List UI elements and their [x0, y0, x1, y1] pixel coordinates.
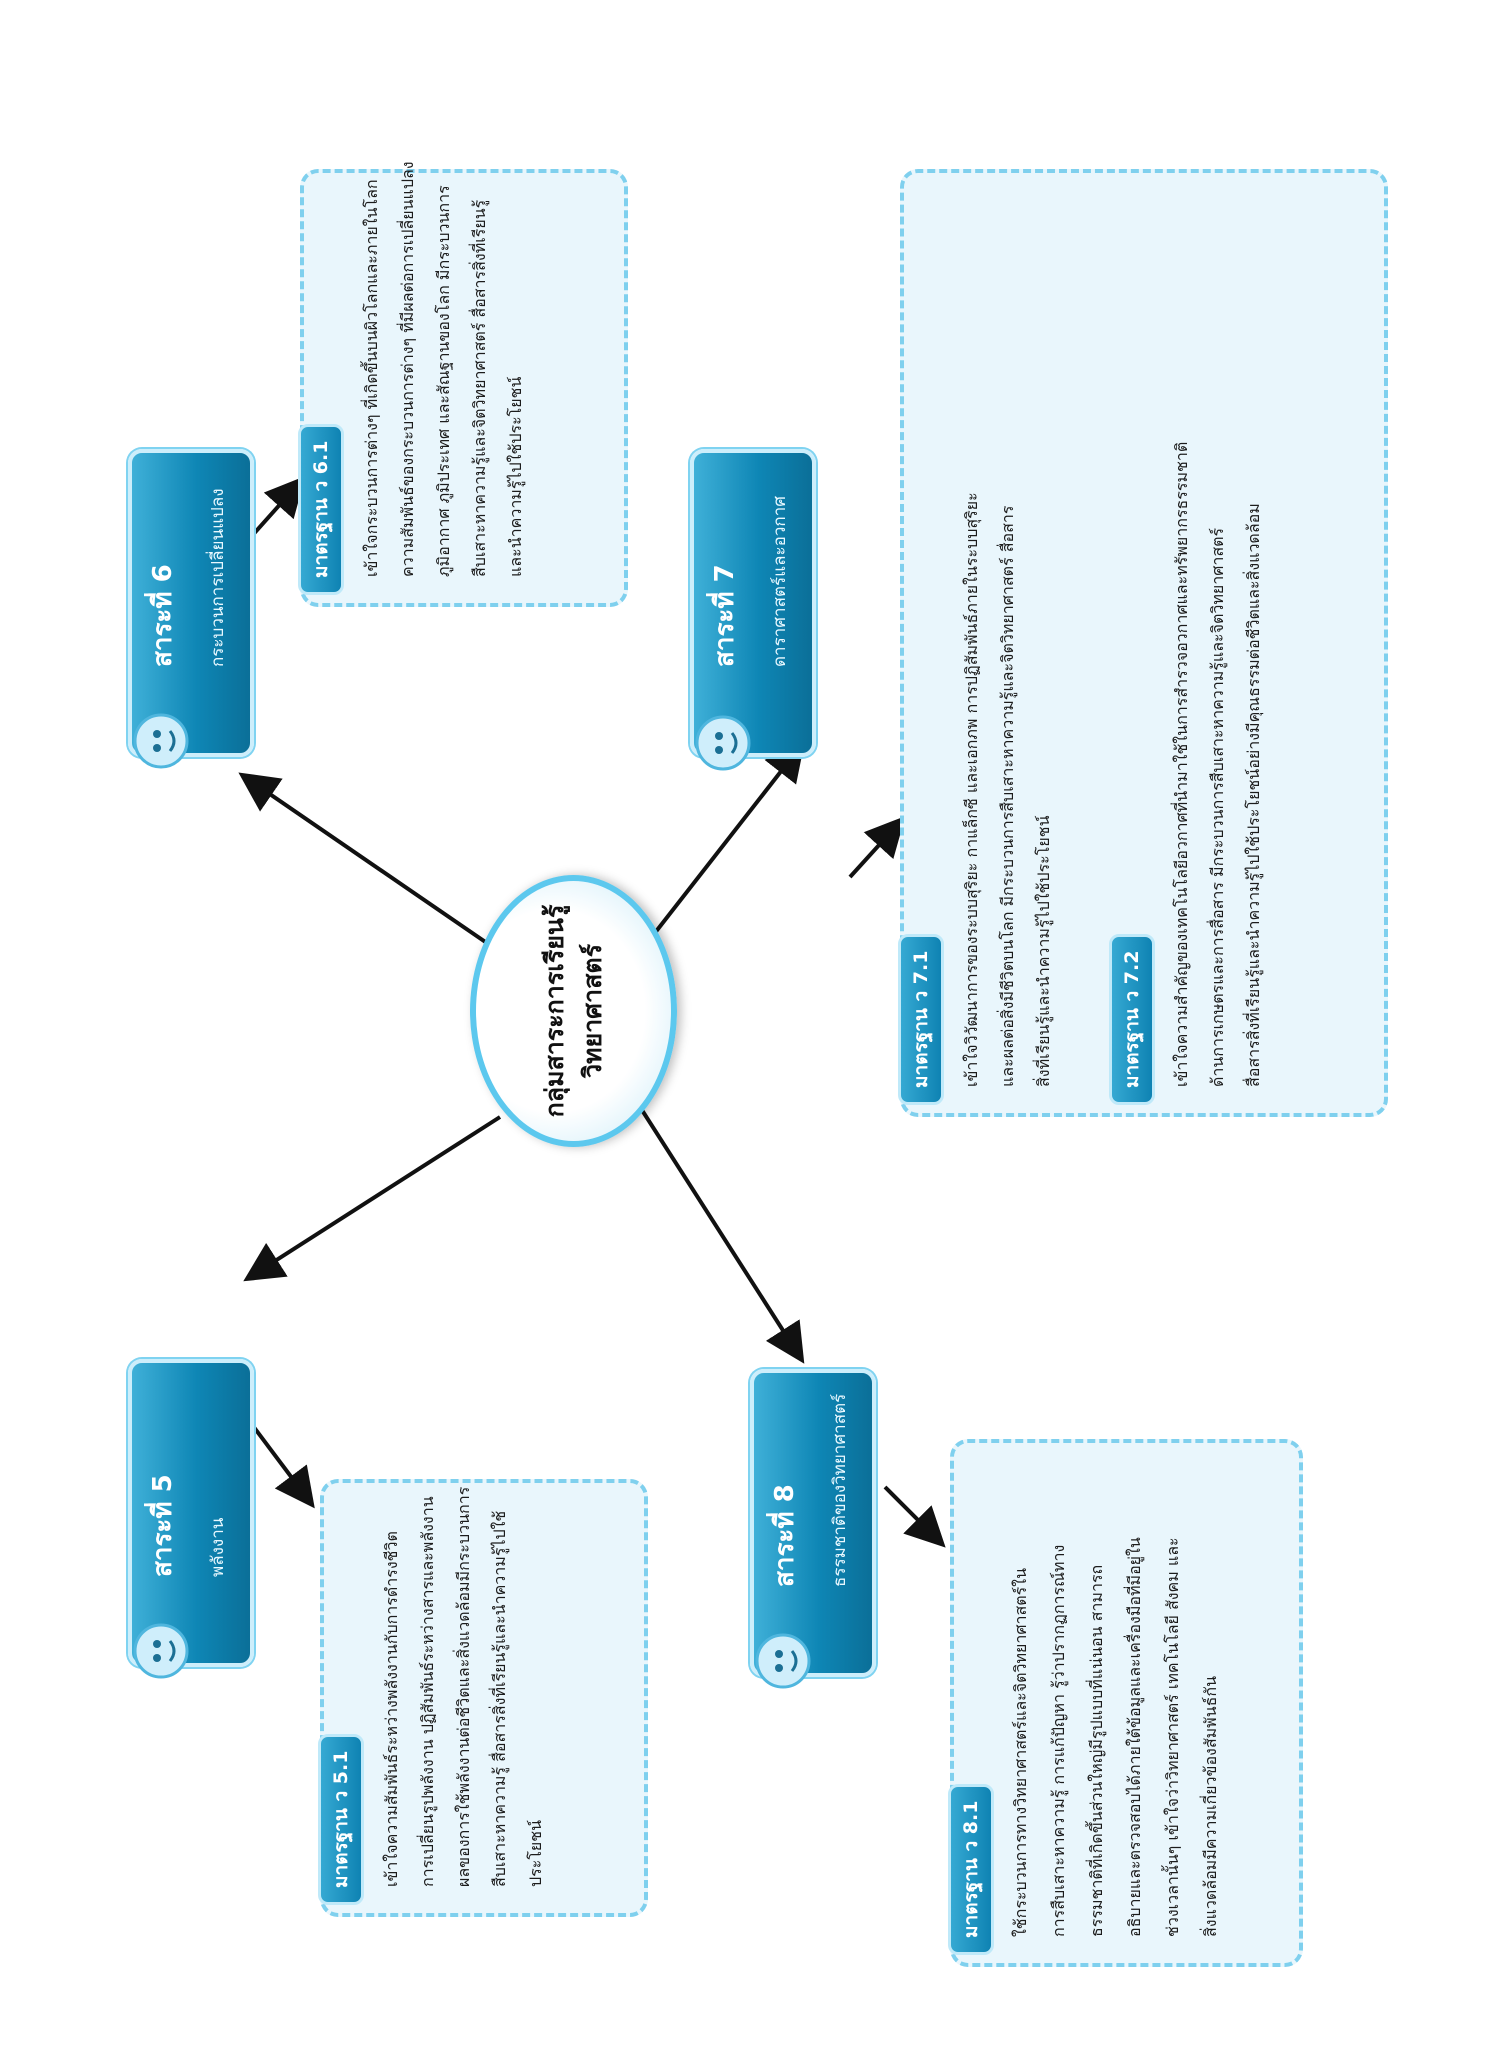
- strand-5-tag: สาระที่ 5 พลังงาน: [128, 1359, 254, 1667]
- standard-5-1-label: มาตรฐาน ว 5.1: [318, 1733, 364, 1905]
- strand-7-subtitle: ดาราศาสตร์และอวกาศ: [770, 495, 790, 667]
- center-title-line1: กลุ่มสาระการเรียนรู้: [539, 904, 569, 1118]
- strand-8-tag: สาระที่ 8 ธรรมชาติของวิทยาศาสตร์: [750, 1369, 876, 1677]
- arrow-s5-box: [248, 1420, 315, 1509]
- standard-box-5: มาตรฐาน ว 5.1 เข้าใจความสัมพันธ์ระหว่างพ…: [318, 1479, 648, 1917]
- strand-6-subtitle: กระบวนการเปลี่ยนแปลง: [208, 488, 228, 667]
- strand-8-subtitle: ธรรมชาติของวิทยาศาสตร์: [830, 1393, 850, 1587]
- standard-6-1-label: มาตรฐาน ว 6.1: [298, 423, 344, 595]
- mascot-icon: [695, 715, 751, 771]
- strand-7-title: สาระที่ 7: [710, 564, 740, 667]
- standard-8-1-text: ใช้กระบวนการทางวิทยาศาสตร์และจิตวิทยาศาส…: [1011, 1537, 1220, 1937]
- strand-5-title: สาระที่ 5: [148, 1474, 178, 1577]
- arrow-to-s7: [638, 740, 805, 954]
- strand-6-tag: สาระที่ 6 กระบวนการเปลี่ยนแปลง: [128, 449, 254, 757]
- strand-7-tag: สาระที่ 7 ดาราศาสตร์และอวกาศ: [690, 449, 816, 757]
- arrow-to-s5: [243, 1115, 502, 1282]
- standard-7-1-label: มาตรฐาน ว 7.1: [898, 933, 944, 1105]
- mascot-icon: [133, 1623, 189, 1679]
- arrow-to-s8: [638, 1105, 805, 1364]
- mascot-icon: [755, 1633, 811, 1689]
- center-topic: กลุ่มสาระการเรียนรู้ วิทยาศาสตร์: [470, 875, 677, 1147]
- standard-5-1-text: เข้าใจความสัมพันธ์ระหว่างพลังงานกับการดำ…: [382, 1486, 545, 1887]
- standard-7-2-text: เข้าใจความสำคัญของเทคโนโลยีอวกาศที่นำมาใ…: [1172, 441, 1263, 1087]
- strand-8-title: สาระที่ 8: [770, 1484, 800, 1587]
- standard-7-1-text: เข้าใจวิวัฒนาการของระบบสุริยะ กาแล็กซี แ…: [962, 492, 1053, 1087]
- center-title-line2: วิทยาศาสตร์: [577, 943, 607, 1079]
- mascot-icon: [133, 713, 189, 769]
- strand-5-subtitle: พลังงาน: [208, 1517, 228, 1577]
- arrow-s7-box: [848, 816, 906, 879]
- standard-6-1-text: เข้าใจกระบวนการต่างๆ ที่เกิดขึ้นบนผิวโลก…: [362, 161, 525, 577]
- arrow-to-s6: [238, 772, 502, 954]
- standard-7-2-label: มาตรฐาน ว 7.2: [1109, 933, 1155, 1105]
- standard-box-8: มาตรฐาน ว 8.1 ใช้กระบวนการทางวิทยาศาสตร์…: [948, 1439, 1303, 1967]
- arrow-s8-box: [883, 1485, 946, 1548]
- standard-8-1-label: มาตรฐาน ว 8.1: [948, 1783, 994, 1955]
- standard-box-7: มาตรฐาน ว 7.1 เข้าใจวิวัฒนาการของระบบสุร…: [898, 169, 1388, 1117]
- strand-6-title: สาระที่ 6: [148, 564, 178, 667]
- standard-box-6: มาตรฐาน ว 6.1 เข้าใจกระบวนการต่างๆ ที่เก…: [298, 161, 628, 607]
